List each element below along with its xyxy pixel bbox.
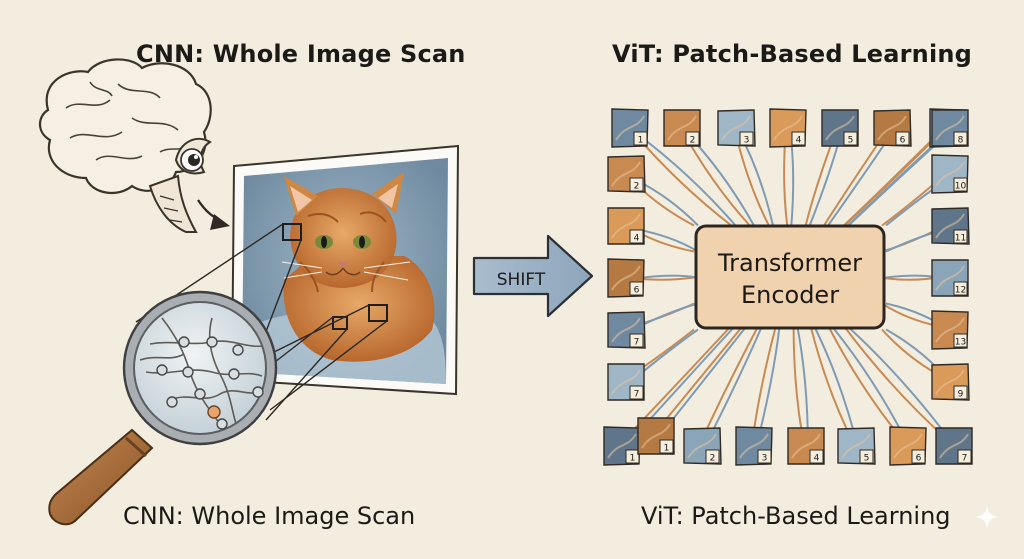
patch-number: 7 [634,338,640,348]
eye-arrow-head [210,214,230,230]
eye-icon [174,137,212,175]
cnn-caption: CNN: Whole Image Scan [123,502,416,530]
shift-label: SHIFT [497,270,546,290]
patch-number: 3 [762,454,768,464]
image-patch: 12 [931,259,969,297]
image-patches: 123456782104116127137911234567 [603,108,973,466]
patch-number: 7 [634,390,640,400]
patch-number: 2 [634,182,640,192]
patch-number: 6 [916,454,922,464]
patch-number: 3 [744,136,750,146]
patch-number: 13 [955,338,966,348]
patch-number: 1 [630,454,636,464]
patch-number: 5 [848,136,854,146]
image-patch: 6 [889,426,927,466]
image-patch: 9 [931,363,970,401]
patch-number: 2 [690,136,696,146]
image-patch: 1 [611,108,649,148]
image-patch: 2 [663,109,701,147]
encoder-wire [699,327,759,445]
image-patch: 2 [683,427,722,465]
image-patch: 6 [607,258,645,298]
patch-number: 9 [958,390,964,400]
image-patch: 2 [607,155,646,193]
encoder-wire [751,327,777,445]
vit-title: ViT: Patch-Based Learning [612,40,973,68]
shift-arrow [472,234,594,318]
image-patch: 5 [821,109,859,147]
image-patch: 1 [603,426,641,466]
patch-number: 7 [962,454,968,464]
image-patch: 7 [935,427,973,465]
encoder-label-line1: Transformer [717,249,862,277]
patch-number: 12 [955,286,966,296]
image-patch: 11 [931,207,970,245]
patch-number: 10 [955,182,967,192]
transformer-encoder: Transformer Encoder [694,224,886,330]
image-patch: 5 [837,427,876,465]
encoder-label-line2: Encoder [741,281,839,309]
image-patch: 7 [607,311,646,349]
patch-number: 6 [900,136,906,146]
patch-number: 1 [638,136,644,146]
cat-photo [230,144,460,396]
image-patch: 4 [769,108,807,148]
image-patch: 6 [873,109,912,147]
image-patch: 13 [931,310,969,350]
patch-number: 5 [864,454,870,464]
image-patch: 1 [637,417,675,455]
cnn-title: CNN: Whole Image Scan [136,40,466,68]
vit-caption: ViT: Patch-Based Learning [641,502,951,530]
image-patch: 3 [717,109,756,147]
image-patch: 8 [931,109,969,147]
image-patch: 7 [607,363,645,401]
magnifying-glass-icon [48,290,278,526]
image-patch: 3 [735,426,773,466]
image-patch: 4 [787,427,825,465]
encoder-wire [792,327,805,445]
patch-number: 2 [710,454,716,464]
patch-number: 6 [634,286,640,296]
patch-number: 4 [814,454,820,464]
patch-number: 4 [634,234,640,244]
patch-number: 8 [958,136,964,146]
patch-number: 4 [796,136,802,146]
sparkle-icon [975,505,999,529]
image-patch: 10 [931,154,969,194]
patch-number: 1 [664,444,670,454]
patch-number: 11 [955,234,966,244]
image-patch: 4 [607,207,645,245]
brain-icon [38,58,212,233]
